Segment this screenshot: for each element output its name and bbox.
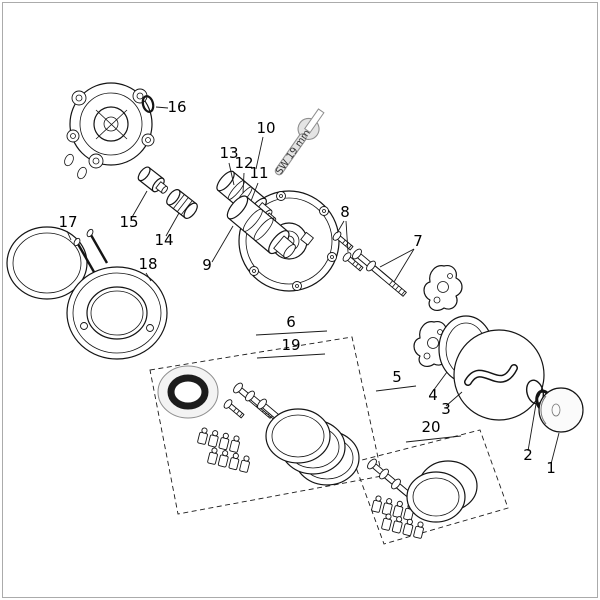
wrench-size-label: SW 19 mm [274, 128, 313, 177]
o-ring-16 [141, 95, 155, 113]
callout-4: 4 [428, 386, 438, 404]
callout-15: 15 [119, 213, 138, 231]
callout-16: 16 [167, 98, 186, 116]
callout-labels: 16 10 13 12 11 17 15 14 18 9 8 7 6 19 5 … [58, 98, 555, 477]
callout-13: 13 [219, 144, 238, 162]
handle-knob-1 [538, 387, 584, 433]
part-15 [137, 166, 168, 194]
escutcheon-3 [453, 329, 545, 421]
group-underlines [255, 330, 462, 443]
callout-1: 1 [546, 459, 556, 477]
callout-6: 6 [286, 313, 296, 331]
callout-17: 17 [58, 213, 77, 231]
callout-5: 5 [392, 368, 402, 386]
callout-3: 3 [441, 400, 451, 418]
callout-19: 19 [281, 336, 300, 354]
seal-ring-17 [6, 226, 88, 300]
leader-lines [66, 106, 560, 465]
group-20-dashed-box [353, 429, 509, 545]
extension-rings [265, 408, 360, 486]
callout-14: 14 [154, 231, 173, 249]
group-19-dashed-box [149, 336, 383, 515]
o-ring [64, 153, 74, 167]
callout-8: 8 [340, 203, 350, 221]
part-14 [166, 189, 198, 219]
callout-10: 10 [256, 119, 275, 137]
terminal-row [196, 426, 242, 454]
cartridge-9 [226, 195, 296, 259]
open-end-wrench [274, 108, 325, 176]
extension-sleeve [406, 460, 478, 523]
group-19-parts [157, 365, 360, 486]
callout-7: 7 [413, 232, 423, 250]
o-ring [77, 166, 87, 180]
screw-7 [364, 259, 409, 300]
callout-18: 18 [138, 255, 157, 273]
callout-12: 12 [234, 154, 253, 172]
callout-2: 2 [523, 446, 533, 464]
valve-body-housing [64, 82, 155, 180]
mounting-flange-18 [66, 228, 168, 360]
group-20-parts [365, 457, 478, 540]
callout-11: 11 [249, 164, 268, 182]
terminal-row [206, 446, 252, 474]
callout-9: 9 [202, 256, 212, 274]
screw [222, 397, 247, 421]
callout-20: 20 [421, 418, 440, 436]
